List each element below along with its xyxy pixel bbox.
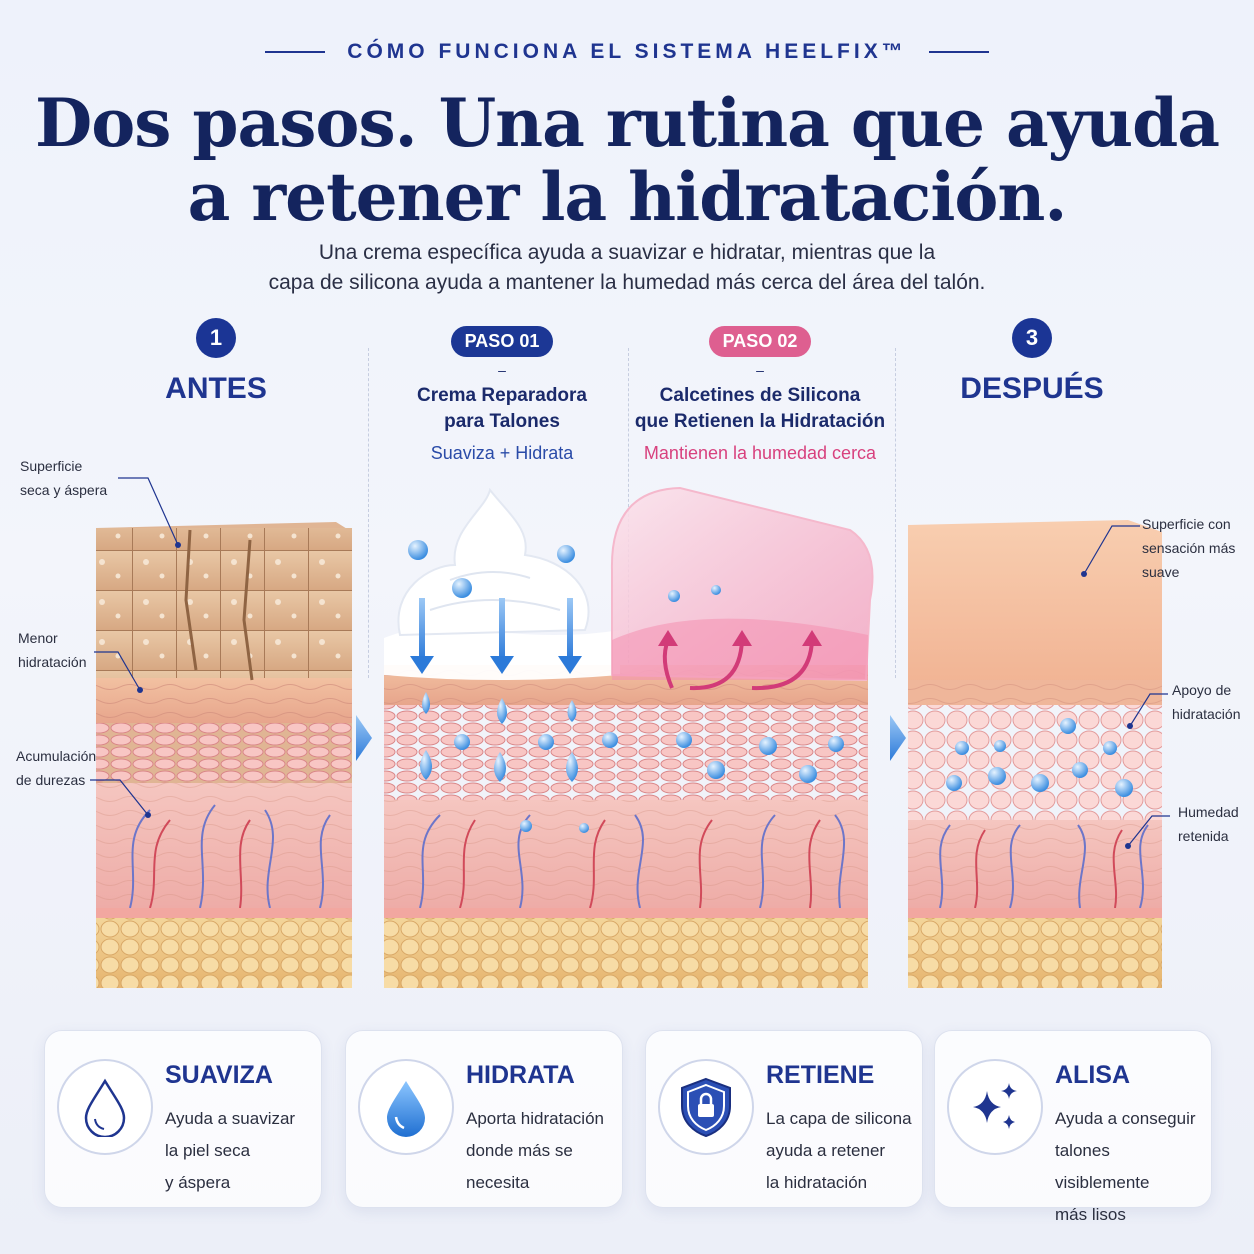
- eyebrow-line-right: [928, 51, 989, 53]
- down-arrow-icons: [410, 598, 582, 674]
- annotation-line: suave: [1142, 564, 1180, 580]
- annotation-dry-surface: Superficie seca y áspera: [20, 454, 107, 502]
- stage-after-header: 3 DESPUÉS: [902, 318, 1162, 406]
- annotation-line: seca y áspera: [20, 482, 108, 498]
- benefit-text-line: Aporta hidratación: [466, 1109, 604, 1128]
- annotation-callus-buildup: Acumulación de durezas: [16, 744, 96, 792]
- benefit-text-line: ayuda a retener: [766, 1141, 886, 1160]
- step1-subtitle: Suaviza + Hidrata: [430, 443, 574, 463]
- annotation-line: hidratación: [1172, 706, 1241, 722]
- step2-dash: –: [756, 362, 764, 378]
- benefit-text-line: la piel seca: [165, 1141, 251, 1160]
- benefit-text: La capa de silicona ayuda a retener la h…: [766, 1103, 916, 1199]
- skin-block-after: [908, 520, 1162, 988]
- benefit-text-line: talones visiblemente: [1055, 1141, 1150, 1192]
- page-title: Dos pasos. Una rutina que ayuda a retene…: [0, 86, 1254, 234]
- skin-block-steps: [384, 486, 874, 988]
- benefit-card-smooths: ALISA Ayuda a conseguir talones visiblem…: [934, 1030, 1212, 1224]
- benefit-title: RETIENE: [766, 1061, 875, 1089]
- annotation-line: sensación más: [1142, 540, 1236, 556]
- skin-layers-illustration: [90, 477, 1170, 988]
- annotation-hydration-support: Apoyo de hidratación: [1172, 678, 1241, 726]
- eyebrow-line-left: [265, 51, 326, 53]
- annotation-lines-left: [90, 477, 181, 818]
- after-droplets: [946, 718, 1133, 797]
- step2-subtitle: Mantienen la humedad cerca: [643, 443, 877, 463]
- annotation-line: Acumulación: [16, 748, 97, 764]
- benefit-title: ALISA: [1055, 1061, 1130, 1089]
- benefit-card-retains: RETIENE La capa de silicona ayuda a rete…: [645, 1030, 923, 1208]
- benefit-card-softens: SUAVIZA Ayuda a suavizar la piel seca y …: [44, 1030, 322, 1208]
- annotation-line: Menor: [18, 630, 58, 646]
- skin-block-before: [96, 522, 352, 988]
- arrow-right-icon-2: [890, 715, 906, 761]
- benefit-text-line: necesita: [466, 1173, 530, 1192]
- eyebrow: CÓMO FUNCIONA EL SISTEMA HEELFIX™: [0, 34, 1254, 70]
- step2-header: PASO 02 – Calcetines de Silicona que Ret…: [628, 326, 892, 464]
- subtitle-line-1: Una crema específica ayuda a suavizar e …: [318, 241, 936, 264]
- step1-title-line-1: Crema Reparadora: [416, 385, 588, 406]
- step1-dash: –: [498, 362, 506, 378]
- step2-title-line-2: que Retienen la Hidratación: [634, 411, 886, 432]
- annotation-line: de durezas: [16, 772, 86, 788]
- step1-pill: PASO 01: [450, 326, 554, 357]
- annotation-line: Superficie con: [1142, 516, 1231, 532]
- annotation-line: hidratación: [18, 654, 87, 670]
- subtitle-line-2: capa de silicona ayuda a mantener la hum…: [268, 271, 986, 294]
- shield-lock-icon: [658, 1059, 754, 1155]
- benefit-title: HIDRATA: [466, 1061, 575, 1089]
- step2-pill: PASO 02: [708, 326, 812, 357]
- step1-title: Crema Reparadora para Talones: [372, 383, 632, 435]
- benefit-text: Ayuda a suavizar la piel seca y áspera: [165, 1103, 315, 1199]
- benefit-text-line: y áspera: [165, 1173, 231, 1192]
- stage-number-1: 1: [196, 318, 236, 358]
- benefit-text: Ayuda a conseguir talones visiblemente m…: [1055, 1103, 1205, 1231]
- benefit-text-line: donde más se: [466, 1141, 573, 1160]
- stage-title-after: DESPUÉS: [960, 372, 1104, 405]
- divider-3: [895, 348, 897, 678]
- divider-1: [368, 348, 370, 678]
- stage-title-before: ANTES: [165, 372, 267, 405]
- stage-before-header: 1 ANTES: [86, 318, 346, 406]
- benefit-text-line: La capa de silicona: [766, 1109, 912, 1128]
- drop-outline-icon: [57, 1059, 153, 1155]
- title-line-1: Dos pasos. Una rutina que ayuda: [34, 84, 1220, 162]
- step2-title: Calcetines de Silicona que Retienen la H…: [628, 383, 892, 435]
- benefit-card-hydrates: HIDRATA Aporta hidratación donde más se …: [345, 1030, 623, 1208]
- step1-header: PASO 01 – Crema Reparadora para Talones …: [372, 326, 632, 464]
- annotation-lines-right: [1081, 525, 1170, 849]
- annotation-line: Humedad: [1178, 804, 1239, 820]
- eyebrow-text: CÓMO FUNCIONA EL SISTEMA HEELFIX™: [347, 40, 907, 63]
- step1-title-line-2: para Talones: [444, 411, 560, 432]
- benefit-text-line: la hidratación: [766, 1173, 868, 1192]
- benefit-text-line: Ayuda a conseguir: [1055, 1109, 1196, 1128]
- annotation-smoother-surface: Superficie con sensación más suave: [1142, 512, 1235, 584]
- page-subtitle: Una crema específica ayuda a suavizar e …: [150, 238, 1104, 298]
- benefit-text-line: Ayuda a suavizar: [165, 1109, 296, 1128]
- step2-title-line-1: Calcetines de Silicona: [659, 385, 861, 406]
- annotation-line: retenida: [1178, 828, 1229, 844]
- stage-number-3: 3: [1012, 318, 1052, 358]
- benefit-title: SUAVIZA: [165, 1061, 273, 1089]
- annotation-retained-moisture: Humedad retenida: [1178, 800, 1239, 848]
- sparkle-icon: [947, 1059, 1043, 1155]
- annotation-line: Apoyo de: [1172, 682, 1232, 698]
- drop-filled-icon: [358, 1059, 454, 1155]
- water-droplets: [408, 540, 844, 833]
- benefit-text: Aporta hidratación donde más se necesita: [466, 1103, 616, 1199]
- benefit-text-line: más lisos: [1055, 1205, 1126, 1224]
- up-arrow-icons: [658, 630, 822, 691]
- annotation-less-hydration: Menor hidratación: [18, 626, 87, 674]
- arrow-right-icon: [356, 715, 372, 761]
- annotation-line: Superficie: [20, 458, 83, 474]
- title-line-2: a retener la hidratación.: [187, 158, 1068, 236]
